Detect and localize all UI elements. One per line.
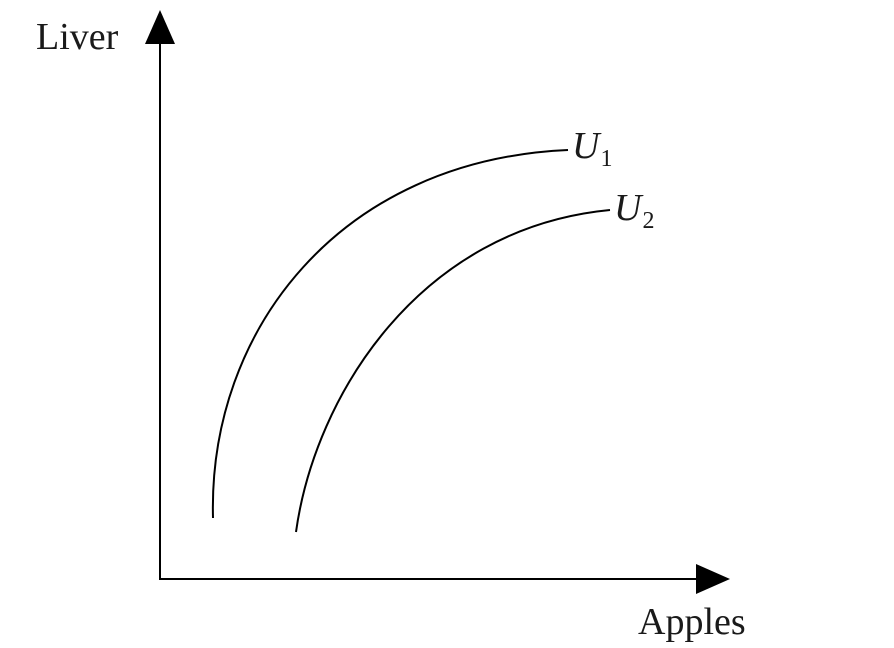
x-axis-arrowhead: [696, 564, 730, 594]
curve-u1: [211, 149, 569, 519]
x-axis-label: Apples: [638, 601, 746, 643]
y-axis-label: Liver: [36, 16, 119, 58]
curve-u1-letter: U: [572, 125, 602, 167]
curve-u2: [295, 209, 611, 533]
y-axis-arrowhead: [145, 10, 175, 44]
curve-u2-letter: U: [614, 187, 644, 229]
curve-u2-subscript: 2: [642, 208, 654, 234]
curve-u1-subscript: 1: [600, 146, 612, 172]
curve-u2-label: U2: [614, 187, 654, 234]
curve-u1-label: U1: [572, 125, 612, 172]
